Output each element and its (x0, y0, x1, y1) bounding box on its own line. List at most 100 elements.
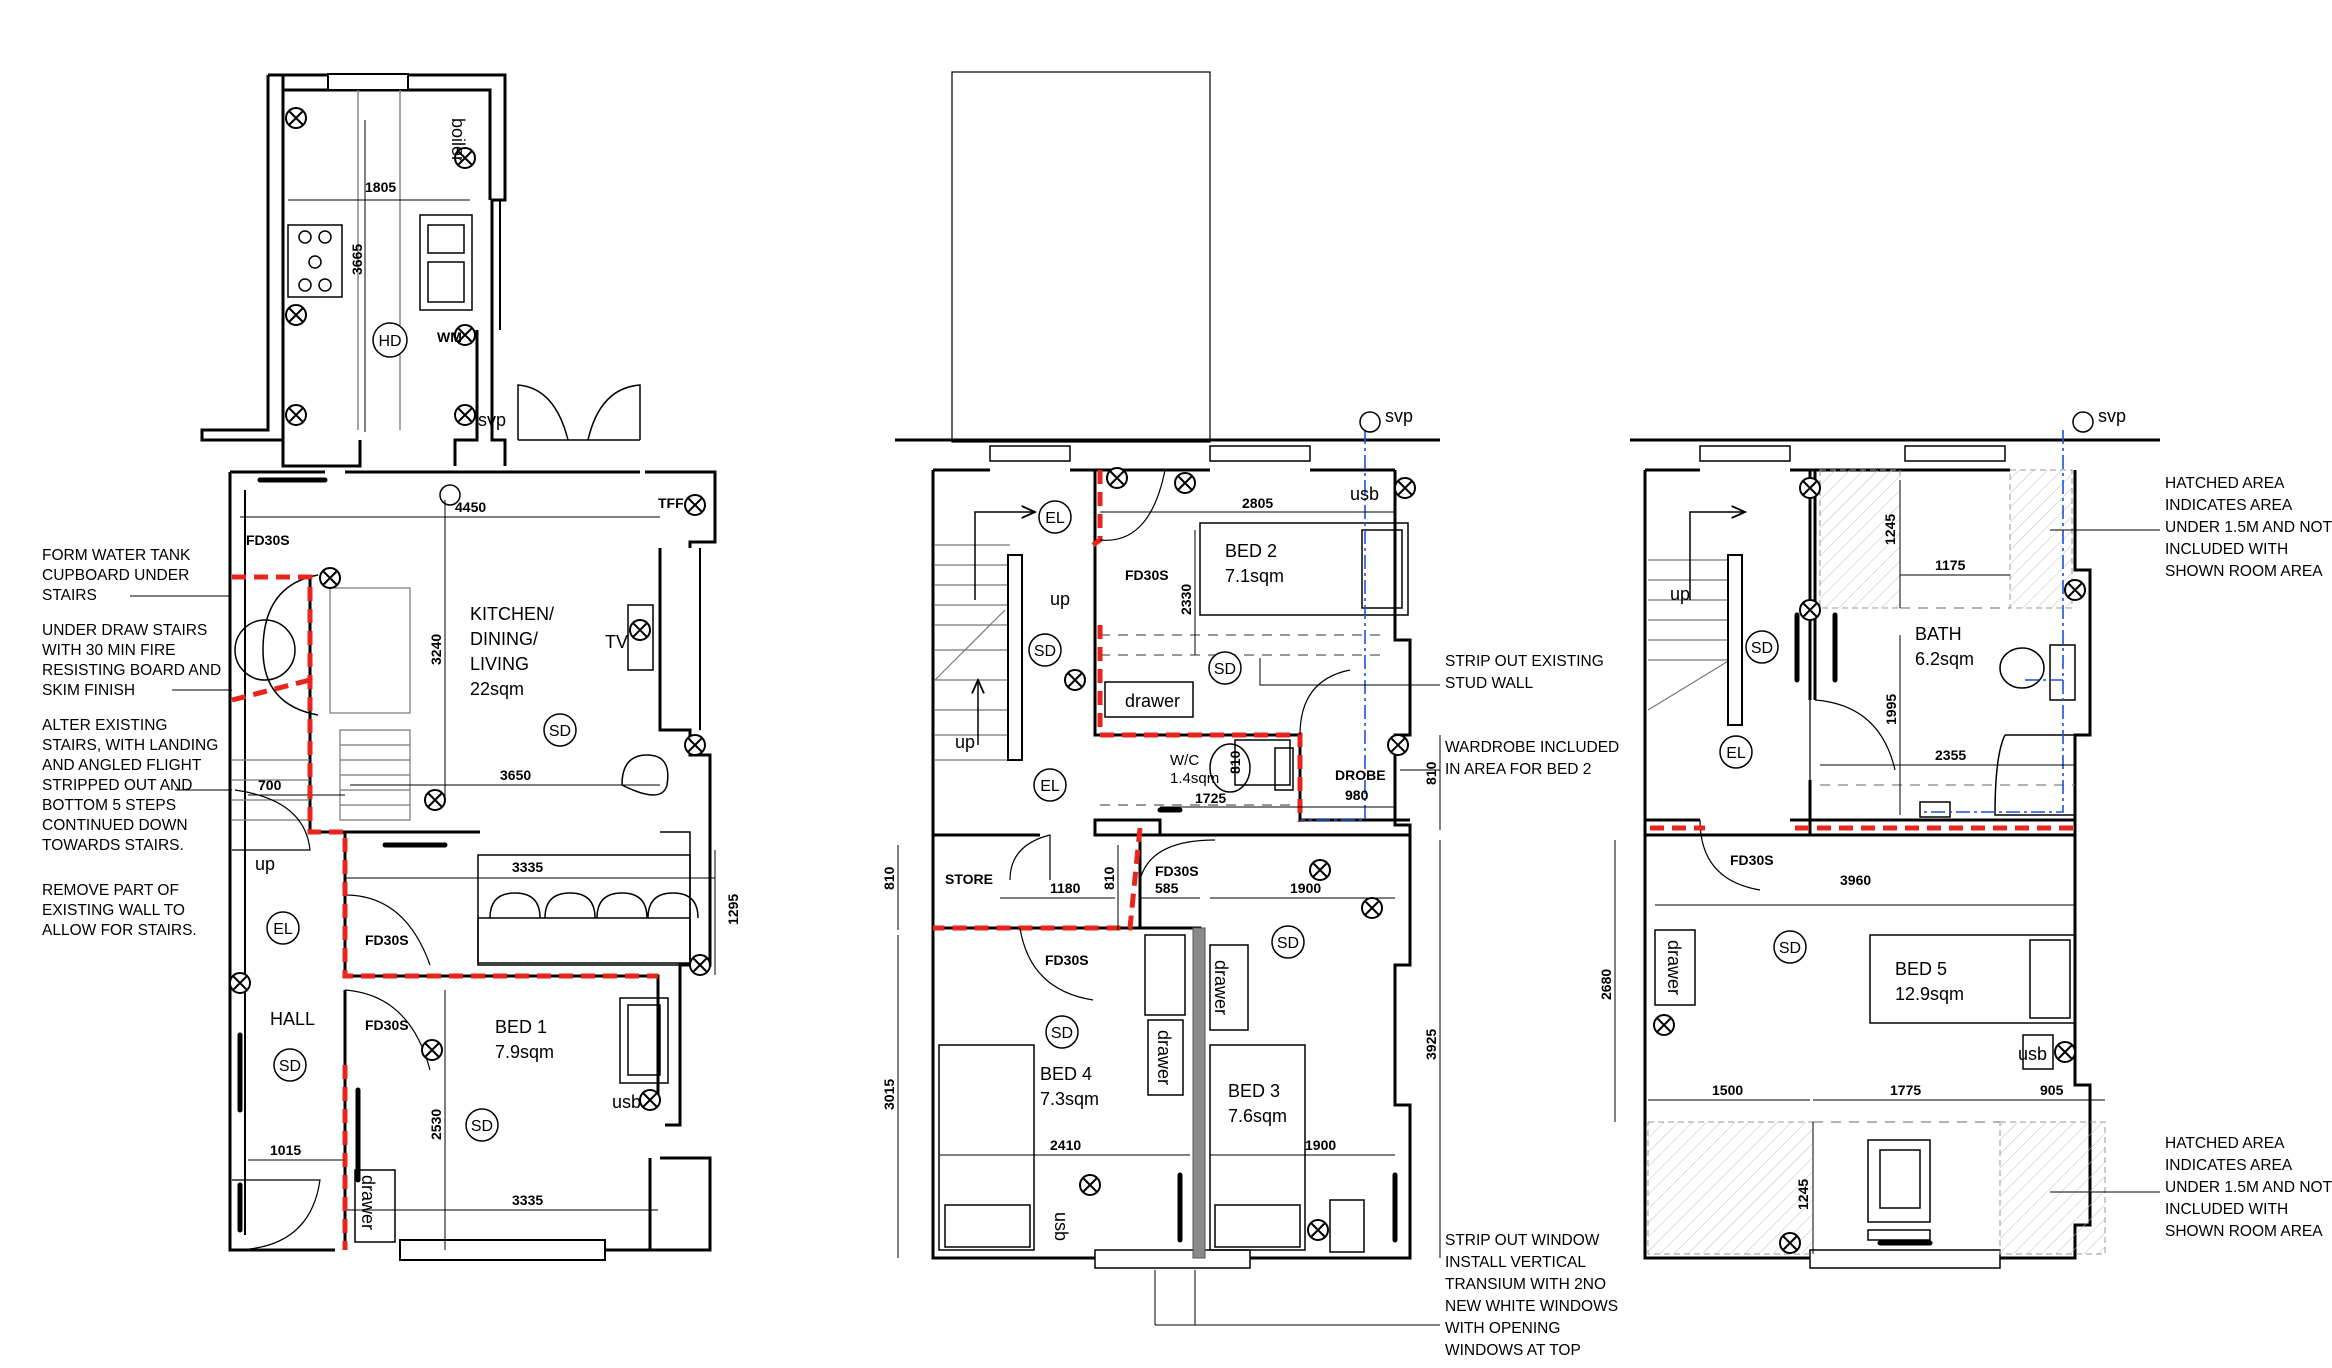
usb-label-second: usb (2018, 1044, 2047, 1064)
dim-2330: 2330 (1178, 584, 1194, 615)
svg-text:6.2sqm: 6.2sqm (1915, 649, 1974, 669)
tv-unit (627, 604, 654, 671)
svg-text:STAIRS, WITH LANDING: STAIRS, WITH LANDING (42, 737, 218, 754)
note-remove-wall: REMOVE PART OF EXISTING WALL TO ALLOW FO… (42, 882, 197, 939)
dim-3335b: 3335 (512, 1192, 543, 1208)
dim-3925: 3925 (1423, 1029, 1439, 1060)
smoke-detector-hall: SD (279, 1058, 301, 1075)
svg-text:SHOWN ROOM AREA: SHOWN ROOM AREA (2165, 563, 2323, 580)
svg-text:RESISTING BOARD AND: RESISTING BOARD AND (42, 662, 221, 679)
tff-label: TFF (658, 495, 684, 511)
drawer-label-ground: drawer (358, 1175, 378, 1230)
hob (287, 224, 343, 298)
svg-text:SKIM FINISH: SKIM FINISH (42, 682, 135, 699)
svg-text:W/C: W/C (1170, 752, 1199, 769)
second-stairs (1647, 559, 1733, 711)
svg-text:REMOVE PART OF: REMOVE PART OF (42, 882, 179, 899)
note-water-tank: FORM WATER TANK CUPBOARD UNDER STAIRS (42, 547, 191, 604)
svg-text:UNDER 1.5M AND NOT: UNDER 1.5M AND NOT (2165, 1179, 2332, 1196)
dim-3960: 3960 (1840, 872, 1871, 888)
bed2-room-label: BED 2 7.1sqm (1225, 541, 1284, 586)
svg-text:UNDER 1.5M AND NOT: UNDER 1.5M AND NOT (2165, 519, 2332, 536)
emergency-light: EL (273, 921, 293, 938)
svg-text:7.3sqm: 7.3sqm (1040, 1089, 1099, 1109)
dim-3240: 3240 (428, 634, 444, 665)
dining-chair (621, 754, 669, 796)
svg-text:INCLUDED WITH: INCLUDED WITH (2165, 541, 2288, 558)
dim-2355: 2355 (1935, 747, 1966, 763)
kitchen-window (327, 73, 409, 91)
smoke-detector-first-1: SD (1034, 643, 1056, 660)
svg-text:ALTER EXISTING: ALTER EXISTING (42, 717, 167, 734)
svg-text:BED 4: BED 4 (1040, 1064, 1092, 1084)
smoke-detector-bed1: SD (471, 1118, 493, 1135)
wc-toilet (1234, 739, 1291, 786)
drawer-label-first-3: drawer (1154, 1030, 1174, 1085)
svg-text:WARDROBE INCLUDED: WARDROBE INCLUDED (1445, 739, 1619, 756)
smoke-detector: SD (549, 723, 571, 740)
ground-floor-plan: HD SD EL SD SD boiler WM TFF TV svp up u… (42, 73, 741, 1261)
svg-text:INDICATES AREA: INDICATES AREA (2165, 497, 2293, 514)
note-hatched-top: HATCHED AREA INDICATES AREA UNDER 1.5M A… (2165, 475, 2332, 580)
svg-text:TOWARDS STAIRS.: TOWARDS STAIRS. (42, 837, 184, 854)
svg-text:7.6sqm: 7.6sqm (1228, 1106, 1287, 1126)
bed5-bed (1869, 934, 2076, 1024)
up-label-second: up (1670, 584, 1690, 604)
fd30s-ground-2: FD30S (365, 932, 409, 948)
svg-text:HATCHED AREA: HATCHED AREA (2165, 1135, 2285, 1152)
svg-text:BOTTOM 5 STEPS: BOTTOM 5 STEPS (42, 797, 176, 814)
svg-text:INDICATES AREA: INDICATES AREA (2165, 1157, 2293, 1174)
svg-text:TRANSIUM WITH 2NO: TRANSIUM WITH 2NO (1445, 1276, 1606, 1293)
svg-text:STRIP OUT EXISTING: STRIP OUT EXISTING (1445, 653, 1604, 670)
svg-text:INCLUDED WITH: INCLUDED WITH (2165, 1201, 2288, 1218)
hatched-area-bed5-right (1999, 1121, 2106, 1255)
smoke-detector-second-2: SD (1779, 940, 1801, 957)
fd30s-first-1: FD30S (1125, 567, 1169, 583)
dim-2805: 2805 (1242, 495, 1273, 511)
note-alter-stairs: ALTER EXISTING STAIRS, WITH LANDING AND … (42, 717, 218, 854)
svg-text:WITH 30 MIN FIRE: WITH 30 MIN FIRE (42, 642, 175, 659)
dim-4450: 4450 (455, 499, 486, 515)
bed3-room-label: BED 3 7.6sqm (1228, 1081, 1287, 1126)
drawer-label-second: drawer (1664, 940, 1684, 995)
drobe-label: DROBE (1335, 767, 1386, 783)
second-dimensions (1614, 480, 2105, 1254)
svg-text:HATCHED AREA: HATCHED AREA (2165, 475, 2285, 492)
wm-label: WM (437, 329, 462, 345)
svg-text:KITCHEN/: KITCHEN/ (470, 604, 554, 624)
svg-text:DINING/: DINING/ (470, 629, 538, 649)
svg-text:7.9sqm: 7.9sqm (495, 1042, 554, 1062)
second-floor-plan: SD EL SD svp up usb drawer FD30S BATH 6.… (1598, 406, 2332, 1269)
dim-2680: 2680 (1598, 969, 1614, 1000)
bed1-room-label: BED 1 7.9sqm (495, 1017, 554, 1062)
svg-text:STAIRS: STAIRS (42, 587, 97, 604)
hatched-area-bath-left (1819, 469, 1901, 609)
svp-label-ground: svp (478, 410, 506, 430)
first-dimensions (897, 511, 1441, 1258)
dim-2410: 2410 (1050, 1137, 1081, 1153)
dim-810c: 810 (881, 866, 897, 890)
first-floor-plan: EL SD SD EL SD SD svp usb up up drawer d… (881, 71, 1619, 1359)
svg-text:IN AREA FOR BED 2: IN AREA FOR BED 2 (1445, 761, 1591, 778)
garden-door (517, 384, 641, 441)
svg-text:STUD WALL: STUD WALL (1445, 675, 1534, 692)
water-tank (234, 619, 296, 681)
svg-text:STRIPPED OUT AND: STRIPPED OUT AND (42, 777, 192, 794)
dim-1245b: 1245 (1795, 1179, 1811, 1210)
bed1-bed (619, 997, 669, 1084)
svg-text:BED 2: BED 2 (1225, 541, 1277, 561)
hd-symbol: HD (378, 333, 401, 350)
svp-label-second: svp (2098, 406, 2126, 426)
kitchen-room-label: KITCHEN/ DINING/ LIVING 22sqm (470, 604, 554, 699)
bed4-bed (938, 1044, 1035, 1251)
svg-text:1.4sqm: 1.4sqm (1170, 770, 1219, 787)
drainage-second (1920, 430, 2064, 813)
svg-text:UNDER DRAW STAIRS: UNDER DRAW STAIRS (42, 622, 207, 639)
new-partition (1192, 927, 1206, 1259)
ground-front-window (399, 1239, 606, 1261)
svg-text:ALLOW FOR STAIRS.: ALLOW FOR STAIRS. (42, 922, 197, 939)
emergency-light-first: EL (1045, 510, 1065, 527)
note-window: STRIP OUT WINDOW INSTALL VERTICAL TRANSI… (1445, 1232, 1618, 1359)
kitchen-sink (419, 214, 473, 311)
